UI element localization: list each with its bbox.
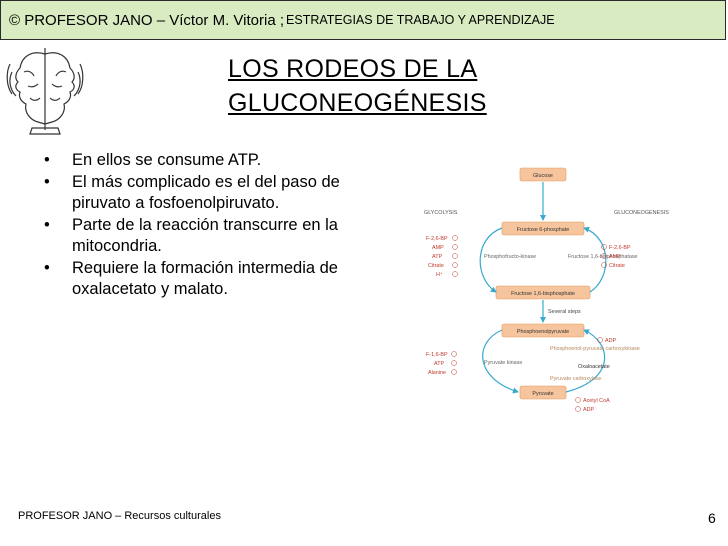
right-regulators-bottom: ADP Acetyl CoA ADP — [575, 337, 616, 413]
left-regulators-bottom: F-1,6-BP ATP Alanine — [426, 351, 457, 376]
lower-cycle-left — [482, 329, 519, 394]
lower-cycle-right — [565, 329, 606, 393]
janus-logo — [6, 48, 84, 135]
header-main-text: © PROFESOR JANO – Víctor M. Vitoria ; — [9, 11, 285, 29]
minus-sign-icon — [575, 406, 581, 412]
f6p-label: Fructose 6-phosphate — [517, 227, 569, 233]
pyruvate-box — [519, 385, 567, 400]
regulator-label: AMP — [432, 245, 444, 251]
regulator-label: Citrate — [428, 263, 444, 269]
pyruvate-carboxylase-label: Pyruvate carboxylase — [550, 376, 602, 382]
pyruvate-kinase-label: Pyruvate kinase — [484, 360, 522, 366]
page-number: 6 — [708, 510, 716, 526]
minus-sign-icon — [597, 337, 603, 343]
right-regulators-top: F-2,6-BP AMP Citrate — [601, 244, 631, 269]
plus-sign-icon — [452, 235, 458, 241]
left-regulators-top: F-2,6-BP AMP ATP Citrate H⁺ — [426, 235, 458, 278]
fbpase-label: Fructose 1,6-bisphosphatase — [568, 254, 638, 260]
pepck-label: Phosphoenol-pyruvate carboxykinase — [550, 346, 640, 352]
glycolysis-label: GLYCOLYSIS — [424, 210, 458, 216]
header-bar: © PROFESOR JANO – Víctor M. Vitoria ; ES… — [0, 0, 726, 40]
page-title: LOS RODEOS DE LA GLUCONEOGÉNESIS — [228, 52, 558, 120]
glucose-box — [519, 167, 567, 182]
minus-sign-icon — [452, 271, 458, 277]
bullet-list: En ellos se consume ATP. El más complica… — [40, 150, 360, 301]
f16bp-label: Fructose 1,6-bisphosphate — [511, 291, 575, 297]
pep-label: Phosphoenolpyruvate — [517, 329, 569, 335]
regulator-label: Acetyl CoA — [583, 398, 610, 404]
bullet-item: Parte de la reacción transcurre en la mi… — [40, 215, 360, 257]
footer-credit: PROFESOR JANO – Recursos culturales — [18, 510, 221, 522]
gluconeogenesis-diagram: Glucose Fructose 6-phosphate Fructose 1,… — [424, 167, 669, 413]
bullet-item: El más complicado es el del paso de piru… — [40, 172, 360, 214]
regulator-label: H⁺ — [436, 272, 443, 278]
pfk-label: Phosphofructo-kinase — [484, 254, 536, 260]
header-section-text: ESTRATEGIAS DE TRABAJO Y APRENDIZAJE — [286, 13, 555, 27]
oxaloacetate-label: Oxaloacetate — [578, 364, 610, 370]
plus-sign-icon — [451, 351, 457, 357]
plus-sign-icon — [575, 397, 581, 403]
upper-cycle-right — [583, 226, 607, 293]
title-line-2: GLUCONEOGÉNESIS — [228, 89, 487, 117]
glucose-label: Glucose — [533, 173, 553, 179]
plus-sign-icon — [601, 262, 607, 268]
minus-sign-icon — [452, 253, 458, 259]
upper-cycle-left — [479, 227, 503, 293]
regulator-label: Citrate — [609, 263, 625, 269]
minus-sign-icon — [452, 262, 458, 268]
bullet-item: En ellos se consume ATP. — [40, 150, 360, 171]
regulator-label: AMP — [609, 254, 621, 260]
minus-sign-icon — [451, 360, 457, 366]
gluconeogenesis-label: GLUCONEOGENESIS — [614, 210, 669, 216]
regulator-label: ATP — [434, 361, 444, 367]
bullet-item: Requiere la formación intermedia de oxal… — [40, 258, 360, 300]
regulator-label: F-2,6-BP — [426, 236, 448, 242]
regulator-label: F-2,6-BP — [609, 245, 631, 251]
regulator-label: Alanine — [428, 370, 446, 376]
minus-sign-icon — [451, 369, 457, 375]
plus-sign-icon — [452, 244, 458, 250]
regulator-label: ADP — [605, 338, 616, 344]
several-steps-label: Several steps — [548, 309, 581, 315]
regulator-label: ADP — [583, 407, 594, 413]
minus-sign-icon — [601, 244, 607, 250]
regulator-label: ATP — [432, 254, 442, 260]
minus-sign-icon — [601, 253, 607, 259]
pyruvate-label: Pyruvate — [532, 391, 553, 397]
title-line-1: LOS RODEOS DE LA — [228, 55, 478, 83]
regulator-label: F-1,6-BP — [426, 352, 448, 358]
